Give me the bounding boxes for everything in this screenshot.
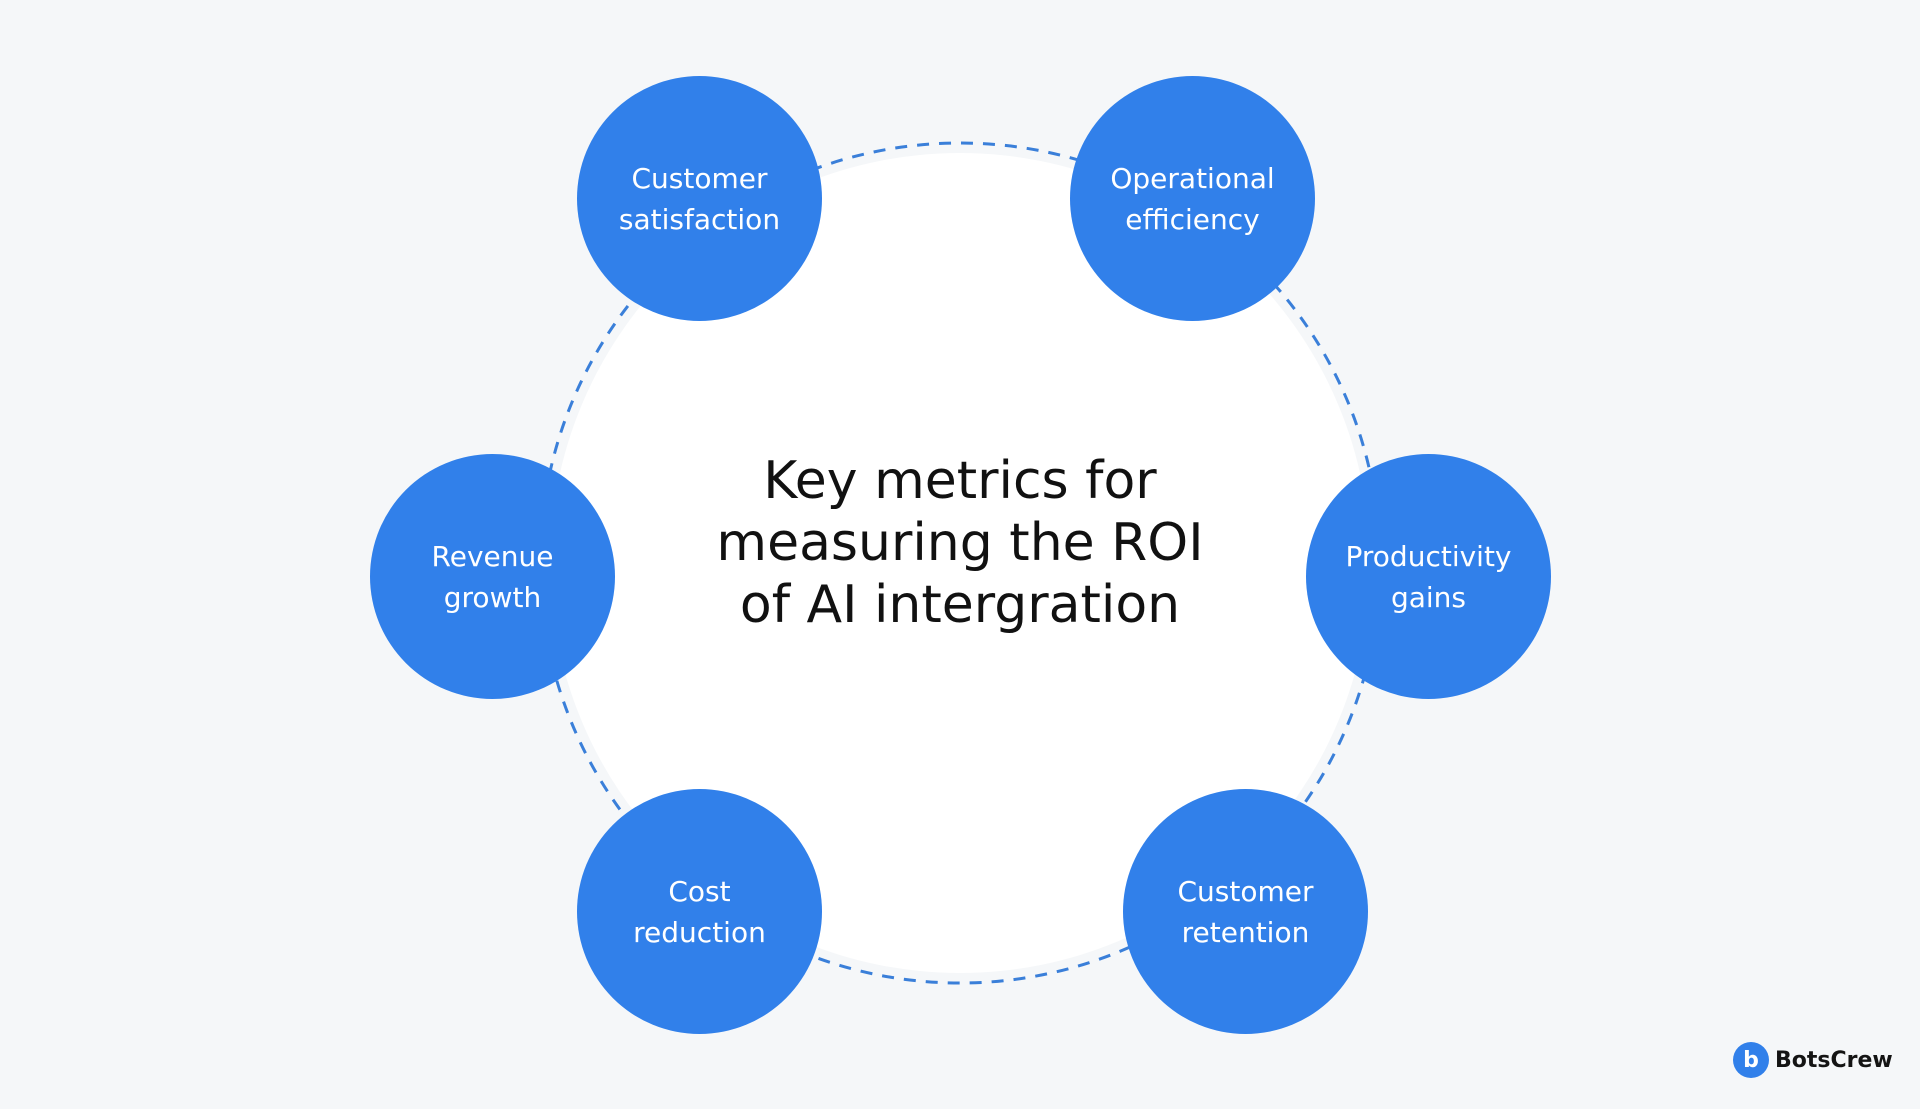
diagram-title: Key metrics for measuring the ROI of AI … — [716, 451, 1204, 635]
brand-badge-icon: b — [1733, 1042, 1769, 1078]
brand-logo: b BotsCrew — [1733, 1041, 1893, 1079]
metric-productivity-gains: Productivity gains — [1306, 454, 1551, 699]
center-disc — [550, 153, 1370, 973]
metric-revenue-growth: Revenue growth — [370, 454, 615, 699]
brand-name: BotsCrew — [1775, 1047, 1893, 1073]
metric-label: Cost reduction — [633, 874, 766, 949]
metric-label: Revenue growth — [431, 539, 554, 614]
metric-operational-efficiency: Operational efficiency — [1070, 76, 1315, 321]
metric-label: Operational efficiency — [1110, 161, 1275, 236]
metric-label: Productivity gains — [1345, 539, 1512, 614]
metric-label: Customer satisfaction — [618, 161, 781, 236]
metric-customer-retention: Customer retention — [1123, 789, 1368, 1034]
metric-customer-satisfaction: Customer satisfaction — [577, 76, 822, 321]
metric-cost-reduction: Cost reduction — [577, 789, 822, 1034]
metric-label: Customer retention — [1177, 874, 1314, 949]
